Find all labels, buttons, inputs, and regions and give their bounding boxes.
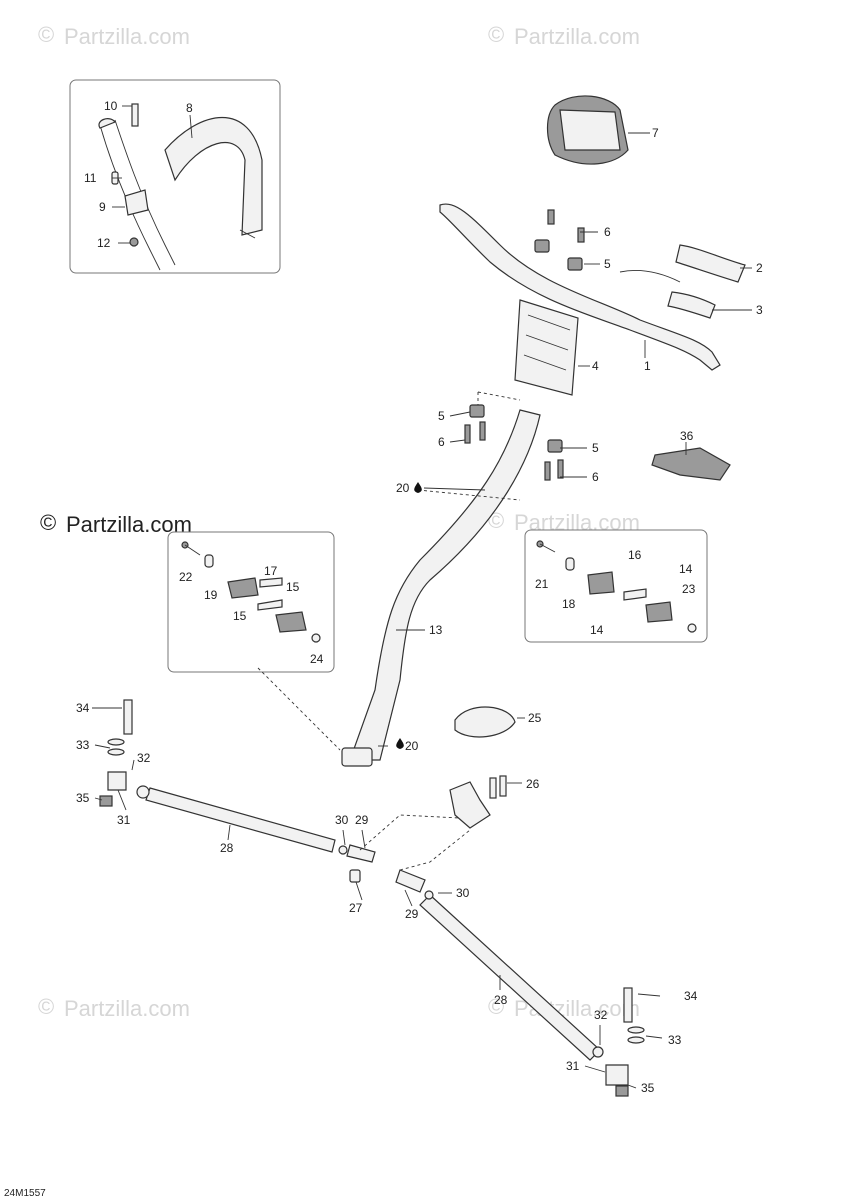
- label-29: 29: [355, 813, 369, 827]
- label-30: 30: [456, 886, 470, 900]
- label-34: 34: [684, 989, 698, 1003]
- label-33: 33: [76, 738, 90, 752]
- watermark-top-right: © Partzilla.com: [488, 22, 640, 49]
- part-36-plate: [651, 447, 731, 481]
- tie-rod-end-left: [99, 699, 133, 807]
- label-15: 15: [233, 609, 247, 623]
- label-20: 20: [396, 481, 410, 495]
- label-35: 35: [641, 1081, 655, 1095]
- clamp-right-drawing: [536, 540, 697, 633]
- label-28: 28: [494, 993, 508, 1007]
- label-33: 33: [668, 1033, 682, 1047]
- watermark-main: © Partzilla.com: [40, 510, 192, 537]
- label-14: 14: [679, 562, 693, 576]
- label-15: 15: [286, 580, 300, 594]
- leader-lines: [92, 105, 752, 1089]
- label-20: 20: [405, 739, 419, 753]
- grip-right: [667, 291, 716, 319]
- handlebar: [439, 203, 721, 371]
- watermark-top-left: © Partzilla.com: [38, 22, 190, 49]
- tie-rod-lower: [395, 869, 604, 1061]
- label-25: 25: [528, 711, 542, 725]
- label-5: 5: [592, 441, 599, 455]
- label-11: 11: [84, 171, 97, 185]
- svg-text:Partzilla.com: Partzilla.com: [514, 24, 640, 49]
- label-34: 34: [76, 701, 90, 715]
- riser-block: [514, 299, 579, 396]
- label-5: 5: [604, 257, 611, 271]
- label-27: 27: [349, 901, 363, 915]
- label-2: 2: [756, 261, 763, 275]
- part-25-bracket: [454, 706, 516, 738]
- svg-text:Partzilla.com: Partzilla.com: [64, 996, 190, 1021]
- label-18: 18: [562, 597, 576, 611]
- label-28: 28: [220, 841, 234, 855]
- label-35: 35: [76, 791, 90, 805]
- oil-drop-icon: [414, 482, 422, 493]
- label-13: 13: [429, 623, 443, 637]
- svg-text:Partzilla.com: Partzilla.com: [64, 24, 190, 49]
- svg-text:©: ©: [488, 994, 504, 1019]
- label-36: 36: [680, 429, 694, 443]
- grip-left: [675, 244, 746, 283]
- label-29: 29: [405, 907, 419, 921]
- handlebar-pad-drawing: [98, 103, 263, 271]
- label-16: 16: [628, 548, 642, 562]
- steering-arm: [449, 775, 507, 829]
- svg-text:©: ©: [40, 510, 56, 535]
- label-23: 23: [682, 582, 696, 596]
- drawing-code: 24M1557: [4, 1188, 46, 1199]
- label-32: 32: [137, 751, 151, 765]
- label-6: 6: [604, 225, 611, 239]
- label-7: 7: [652, 126, 659, 140]
- label-17: 17: [264, 564, 278, 578]
- label-10: 10: [104, 99, 118, 113]
- label-30: 30: [335, 813, 349, 827]
- label-14: 14: [590, 623, 604, 637]
- watermark-bottom-left: © Partzilla.com: [38, 994, 190, 1021]
- steering-column: [341, 409, 541, 767]
- label-9: 9: [99, 200, 106, 214]
- label-26: 26: [526, 777, 540, 791]
- lower-clamps: [464, 404, 564, 481]
- label-6: 6: [592, 470, 599, 484]
- inset-clamp-right: [524, 529, 708, 643]
- handlebar-cover: [546, 95, 629, 165]
- label-22: 22: [179, 570, 193, 584]
- label-1: 1: [644, 359, 651, 373]
- label-24: 24: [310, 652, 324, 666]
- label-5: 5: [438, 409, 445, 423]
- top-clamps: [534, 209, 585, 271]
- svg-text:©: ©: [488, 22, 504, 47]
- oil-drop-icon: [396, 738, 404, 749]
- label-8: 8: [186, 101, 193, 115]
- part-labels: 1 2 3 4 5 5 5 6 6 6 7 8 9 10 11 12 13 14…: [76, 99, 763, 1095]
- clamp-left-drawing: [181, 541, 321, 643]
- label-31: 31: [117, 813, 131, 827]
- label-6: 6: [438, 435, 445, 449]
- label-21: 21: [535, 577, 549, 591]
- label-32: 32: [594, 1008, 608, 1022]
- label-4: 4: [592, 359, 599, 373]
- label-3: 3: [756, 303, 763, 317]
- tie-rod-upper: [136, 785, 376, 863]
- svg-text:©: ©: [38, 22, 54, 47]
- inset-clamp-left: [167, 531, 335, 673]
- label-12: 12: [97, 236, 111, 250]
- svg-text:©: ©: [38, 994, 54, 1019]
- label-19: 19: [204, 588, 218, 602]
- label-31: 31: [566, 1059, 580, 1073]
- bushing-27: [349, 869, 361, 883]
